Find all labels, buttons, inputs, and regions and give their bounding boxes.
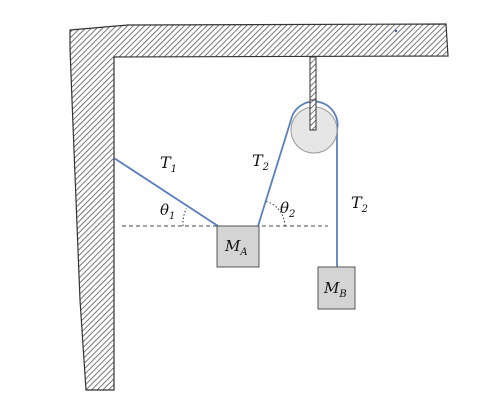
ceiling-mark-dot bbox=[394, 29, 398, 33]
label-theta1: θ1 bbox=[160, 201, 175, 222]
label-t2-middle: T2 bbox=[252, 151, 269, 173]
label-theta2: θ2 bbox=[280, 199, 295, 220]
angle-arc-left bbox=[182, 208, 187, 227]
rope-t2-slanted bbox=[257, 119, 292, 227]
rope-over-pulley bbox=[290, 100, 339, 131]
label-t1: T1 bbox=[160, 153, 177, 175]
rope-t1 bbox=[113, 157, 219, 227]
label-t2-right: T2 bbox=[351, 193, 368, 215]
label-mass-b: MB bbox=[323, 279, 347, 300]
label-mass-a: MA bbox=[224, 237, 248, 258]
block-b bbox=[317, 266, 356, 310]
block-a bbox=[216, 225, 260, 268]
pulley-axle-mount bbox=[309, 99, 317, 131]
ceiling-and-wall bbox=[69, 23, 449, 391]
